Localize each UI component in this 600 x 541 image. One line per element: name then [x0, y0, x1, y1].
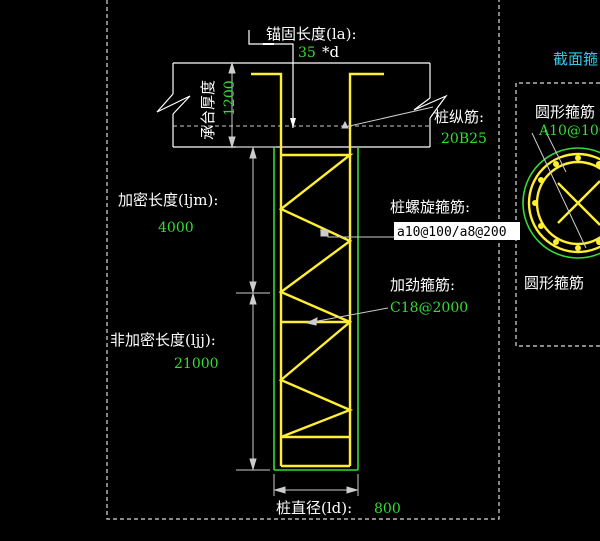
spiral-label: 桩螺旋箍筋:: [390, 198, 470, 216]
length-dimension: [236, 146, 276, 471]
sparse-length-label: 非加密长度(ljj):: [110, 331, 216, 349]
cap-thickness-value: 1200: [222, 80, 238, 116]
circ-bottom-label: 圆形箍筋: [524, 274, 584, 292]
stiff-value[interactable]: C18@2000: [390, 300, 468, 316]
leader-lines: [305, 106, 434, 326]
section-frame: [515, 82, 600, 347]
cap-thickness-label: 承台厚度: [199, 80, 217, 140]
pile-outline: [273, 147, 359, 471]
anchor-suffix: *d: [322, 43, 340, 61]
section-title: 截面箍: [553, 50, 598, 68]
dense-length-value[interactable]: 4000: [158, 220, 194, 236]
pile-cap: [156, 62, 448, 148]
sparse-length-value[interactable]: 21000: [174, 356, 219, 372]
dense-length-label: 加密长度(ljm):: [118, 191, 218, 209]
diameter-value[interactable]: 800: [374, 501, 401, 517]
cap-thickness-dimension: [228, 61, 236, 149]
long-bar-label: 桩纵筋:: [434, 108, 484, 126]
main-frame: [106, 0, 500, 520]
spiral-value-box[interactable]: [394, 222, 520, 240]
anchor-dimension: [248, 30, 296, 128]
stiff-label: 加劲箍筋:: [390, 276, 455, 294]
circ-top-label: 圆形箍筋: [535, 103, 595, 121]
anchor-value: 35: [298, 45, 316, 61]
diameter-label: 桩直径(ld):: [276, 499, 352, 517]
circ-top-value[interactable]: A10@100: [538, 123, 600, 139]
long-bar-value[interactable]: 20B25: [441, 131, 487, 147]
diameter-dimension: [273, 474, 359, 496]
anchor-label: 锚固长度(la):: [266, 25, 357, 43]
section-view: [522, 129, 600, 259]
spiral-value[interactable]: a10@100/a8@200: [397, 225, 507, 240]
pile-rebar: [251, 72, 384, 468]
